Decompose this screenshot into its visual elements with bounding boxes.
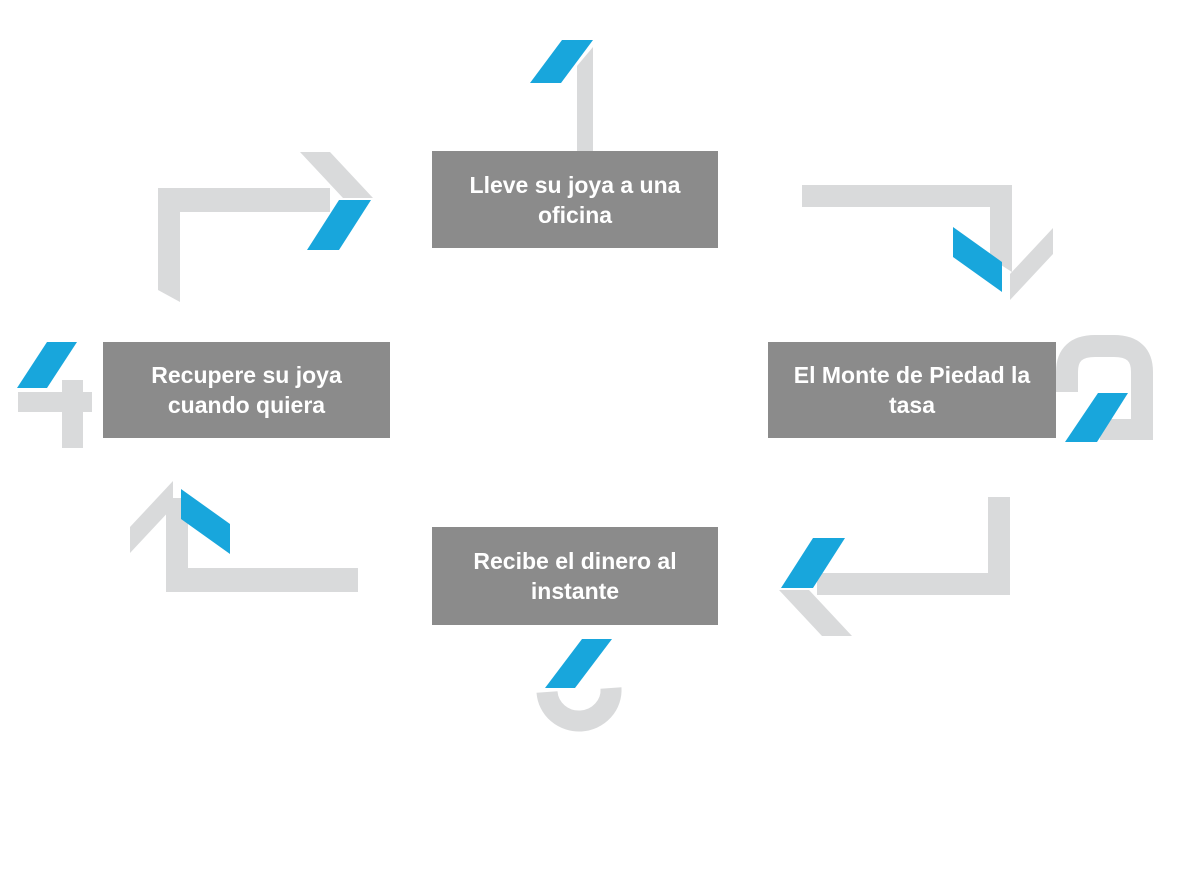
arrow-step3-to-step4: [130, 481, 358, 592]
step-1-label: Lleve su joya a una oficina: [469, 171, 681, 228]
step-2-label: El Monte de Piedad la tasa: [793, 362, 1031, 418]
number-3-bowl: [536, 687, 622, 732]
arrowhead-right-accent: [307, 200, 371, 250]
arrowhead-down-gray: [1010, 228, 1053, 300]
number-2-base: [1100, 419, 1153, 440]
arrow-shaft: [802, 185, 1012, 272]
step-number-4: 4: [17, 342, 92, 448]
step-3-label: Recibe el dinero al instante: [473, 548, 677, 604]
number-3-accent-stroke: [545, 639, 612, 688]
step-4-label: Recupere su joya cuando quiera: [151, 362, 342, 418]
arrow-shaft: [166, 498, 358, 592]
arrow-step1-to-step2: [802, 185, 1053, 300]
number-2-hook: [1056, 335, 1153, 440]
step-box-1: Lleve su joya a una oficina: [432, 151, 718, 248]
step-box-2: El Monte de Piedad la tasa: [768, 342, 1056, 438]
arrowhead-up-accent: [181, 489, 230, 554]
number-4-stem: [62, 380, 83, 448]
step-number-3: 3: [536, 639, 622, 732]
arrowhead-left-gray: [779, 590, 852, 636]
step-box-4: Recupere su joya cuando quiera: [103, 342, 390, 438]
arrow-step2-to-step3: [779, 497, 1010, 636]
step-number-1: 1: [530, 40, 593, 151]
arrow-shaft: [817, 497, 1010, 595]
arrowhead-left-accent: [781, 538, 845, 588]
step-number-2: 2: [1056, 335, 1153, 442]
arrowhead-up-gray: [130, 481, 173, 553]
arrow-shaft: [158, 188, 330, 302]
number-4-accent-stroke: [17, 342, 77, 388]
arrowhead-right-gray: [300, 152, 373, 198]
number-2-accent-stroke: [1065, 393, 1128, 442]
arrow-step4-to-step1: [158, 152, 373, 302]
number-1-stem: [577, 47, 593, 151]
step-box-3: Recibe el dinero al instante: [432, 527, 718, 625]
number-1-accent-stroke: [530, 40, 593, 83]
arrowhead-down-accent: [953, 227, 1002, 292]
